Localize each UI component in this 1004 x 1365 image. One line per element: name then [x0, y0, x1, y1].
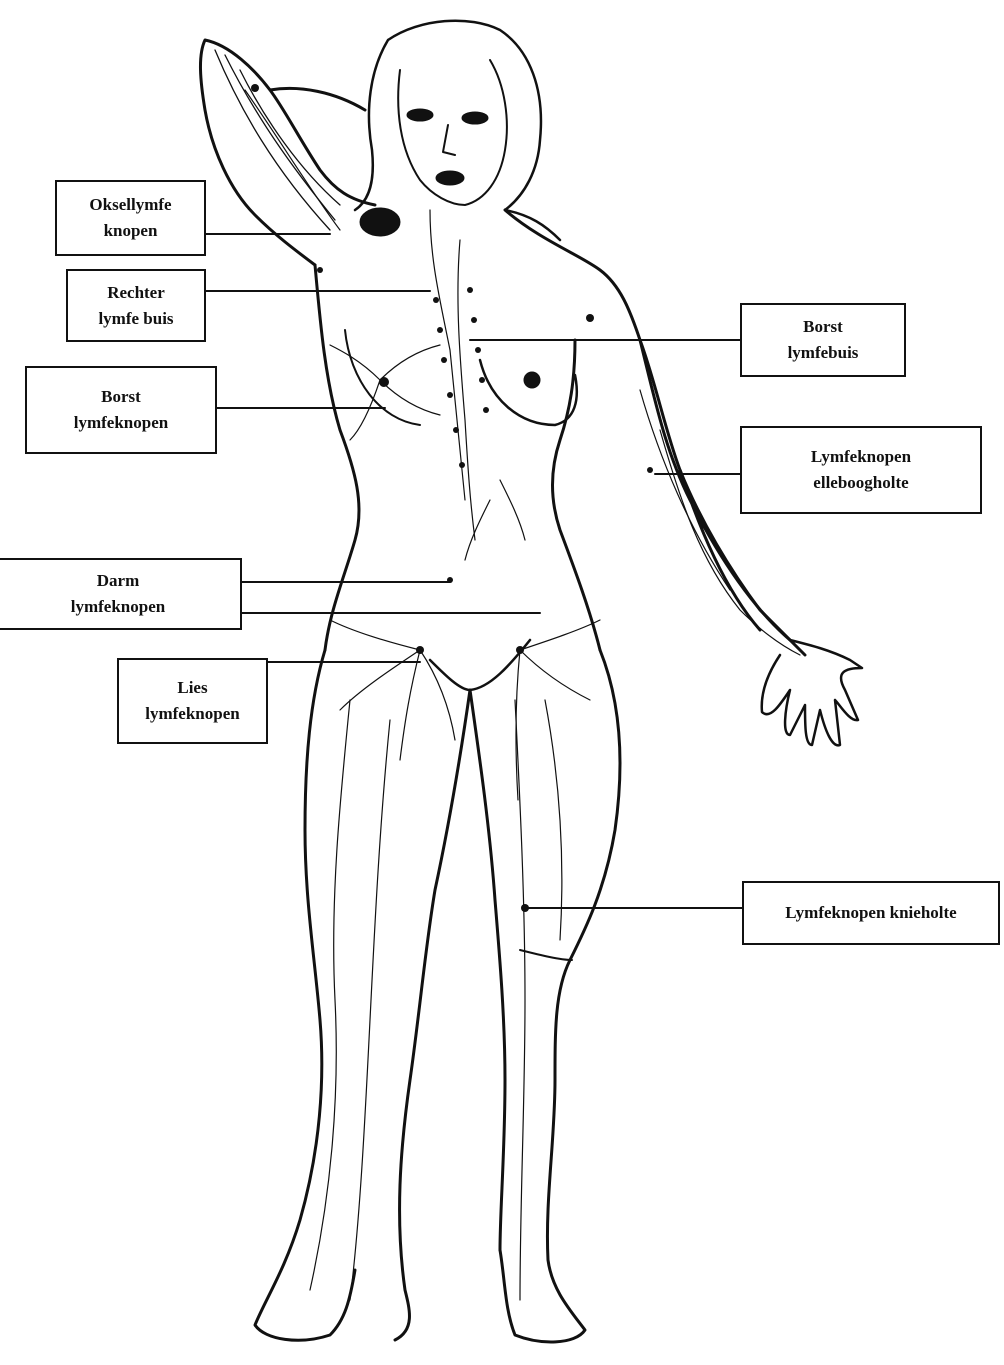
left-eye [407, 109, 433, 121]
label-borst-lymfeknopen: Borst lymfeknopen [25, 366, 217, 454]
groin [430, 640, 530, 690]
label-rechter-lymfe-buis: Rechter lymfe buis [66, 269, 206, 342]
label-text: Lymfeknopen knieholte [785, 900, 956, 926]
label-oksellymfe-knopen: Oksellymfe knopen [55, 180, 206, 256]
knee-detail [520, 950, 572, 960]
raised-arm-outline [200, 40, 375, 265]
armpit-hair [360, 208, 400, 236]
hair-outline [355, 21, 560, 240]
label-borst-lymfebuis: Borst lymfebuis [740, 303, 906, 377]
label-text: Oksellymfe knopen [89, 192, 171, 244]
mouth [436, 171, 464, 185]
label-darm-lymfeknopen: Darm lymfeknopen [0, 558, 242, 630]
label-text: Lies lymfeknopen [145, 675, 239, 727]
right-eye [462, 112, 488, 124]
label-lies-lymfeknopen: Lies lymfeknopen [117, 658, 268, 744]
label-text: Rechter lymfe buis [98, 280, 173, 332]
left-leg-inner [395, 690, 470, 1340]
right-nipple [524, 372, 540, 388]
nose [443, 125, 455, 155]
label-lymfeknopen-knieholte: Lymfeknopen knieholte [742, 881, 1000, 945]
right-breast [480, 360, 577, 425]
label-lymfeknopen-elleboogholte: Lymfeknopen elleboogholte [740, 426, 982, 514]
label-text: Borst lymfebuis [788, 314, 859, 366]
label-text: Darm lymfeknopen [71, 568, 165, 620]
right-leg-inner [470, 690, 505, 1250]
label-text: Lymfeknopen elleboogholte [811, 444, 911, 496]
leader-lines [206, 234, 742, 908]
torso-left-outline [315, 265, 359, 650]
hand-outline [762, 640, 862, 745]
label-text: Borst lymfeknopen [74, 384, 168, 436]
left-leg-outline [255, 650, 355, 1340]
lymph-vessels [245, 90, 800, 1300]
